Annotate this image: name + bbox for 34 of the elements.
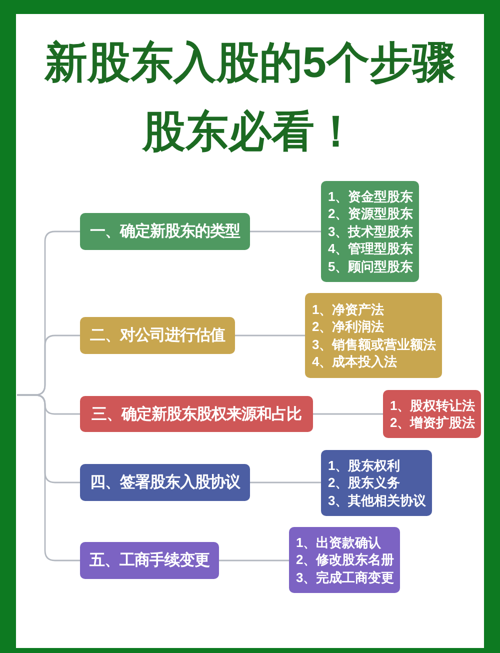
connector-line	[313, 413, 383, 415]
title: 新股东入股的5个步骤股东必看！	[43, 38, 456, 158]
connector-line	[219, 560, 289, 562]
list-item: 3、销售额或营业额法	[312, 336, 436, 353]
step-box: 五、工商手续变更	[80, 542, 219, 579]
list-item: 1、出资款确认	[296, 534, 382, 552]
detail-box	[383, 390, 482, 438]
list-item: 5、顾问型股东	[328, 258, 414, 276]
list-item: 2、资源型股东	[328, 205, 414, 223]
detail-box	[289, 527, 400, 593]
list-item: 3、技术型股东	[328, 222, 414, 240]
list-item: 2、净利润法	[312, 318, 386, 336]
step-box: 三、确定新股东股权来源和占比	[80, 396, 313, 432]
list-item: 2、股东义务	[328, 474, 402, 492]
detail-box	[321, 181, 420, 282]
connector-line	[17, 394, 80, 562]
list-item: 2、增资扩股法	[390, 414, 476, 432]
list-item: 2、修改股东名册	[296, 551, 394, 569]
detail-box	[305, 293, 442, 378]
list-item: 1、净资产法	[312, 300, 386, 318]
list-item: 1、股权转让法	[390, 396, 476, 414]
connector-line	[235, 334, 305, 336]
step-box: 一、确定新股东的类型	[80, 213, 250, 250]
detail-box	[321, 450, 432, 516]
step-box: 二、对公司进行估值	[80, 317, 235, 354]
list-item: 3、其他相关协议	[328, 492, 426, 510]
list-item: 1、股东权利	[328, 456, 402, 474]
step-box: 四、签署股东入股协议	[80, 464, 250, 501]
connector-line	[250, 230, 321, 232]
list-item: 3、完成工商变更	[296, 568, 394, 586]
list-item: 1、资金型股东	[328, 188, 414, 206]
connector-line	[250, 482, 321, 484]
list-item: 4、管理型股东	[328, 240, 414, 258]
list-item: 4、成本投入法	[312, 353, 398, 370]
